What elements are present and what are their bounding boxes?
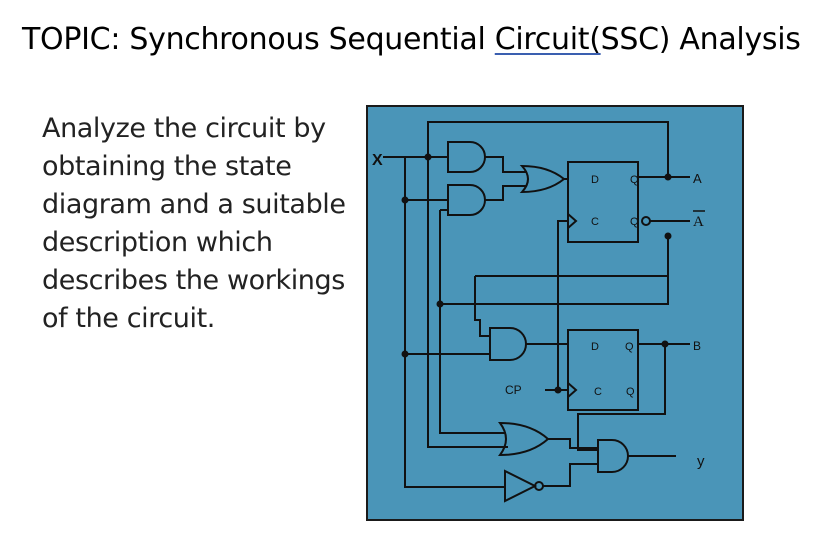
slide-title-suffix: SSC) Analysis: [600, 22, 801, 57]
wire: [557, 220, 568, 390]
circuit-diagram: X D Q C Q A A D Q C Q B CP y: [366, 105, 744, 521]
flip-flop-a: [567, 161, 639, 243]
flip-flop-b: [567, 329, 639, 411]
ff-b-c-label: C: [594, 386, 602, 398]
wire: [577, 344, 666, 451]
junction-dot: [424, 153, 432, 161]
circuit-background: [366, 105, 744, 521]
ff-b-d-label: D: [591, 341, 599, 353]
clock-triangle-b: [567, 382, 578, 398]
ff-a-qbar-label: Q: [630, 216, 639, 228]
and-gate-1: [447, 141, 486, 173]
ff-a-d-label: D: [591, 174, 599, 186]
clock-triangle-a: [567, 213, 578, 229]
wire: [439, 304, 506, 434]
or-gate-a: [519, 164, 566, 194]
and-gate-2: [447, 184, 486, 216]
slide-title-underlined: Circuit(: [494, 22, 601, 57]
junction-dot: [664, 232, 672, 240]
output-a-bar-label: A: [693, 214, 704, 230]
wire: [485, 156, 527, 173]
slide-description: Analyze the circuit by obtaining the sta…: [42, 113, 346, 334]
output-y-label: y: [697, 453, 705, 470]
wire: [474, 276, 490, 337]
junction-dot: [401, 350, 409, 358]
slide-title: TOPIC: Synchronous Sequential Circuit(SS…: [22, 22, 801, 57]
clock-label: CP: [505, 383, 522, 397]
ff-b-q-label: Q: [625, 341, 634, 353]
ff-a-c-label: C: [591, 216, 599, 228]
ff-a-q-label: Q: [630, 174, 639, 186]
junction-dot: [664, 173, 672, 181]
ff-b-qbar-label: Q: [626, 386, 635, 398]
output-b-label: B: [693, 339, 701, 353]
wire: [548, 438, 598, 449]
junction-dot: [401, 196, 409, 204]
slide-title-prefix: TOPIC: Synchronous Sequential: [22, 22, 495, 57]
wire: [439, 210, 669, 305]
wire: [427, 122, 508, 448]
or-gate-y1: [498, 421, 550, 457]
junction-dot: [661, 340, 669, 348]
and-gate-3: [489, 327, 527, 361]
junction-dot: [554, 386, 562, 394]
junction-dot: [436, 300, 444, 308]
wire: [404, 157, 505, 488]
input-label-x: X: [372, 152, 383, 169]
output-a-label: A: [693, 171, 702, 186]
wire: [543, 463, 598, 487]
wire: [485, 185, 527, 201]
and-gate-y: [597, 439, 629, 473]
